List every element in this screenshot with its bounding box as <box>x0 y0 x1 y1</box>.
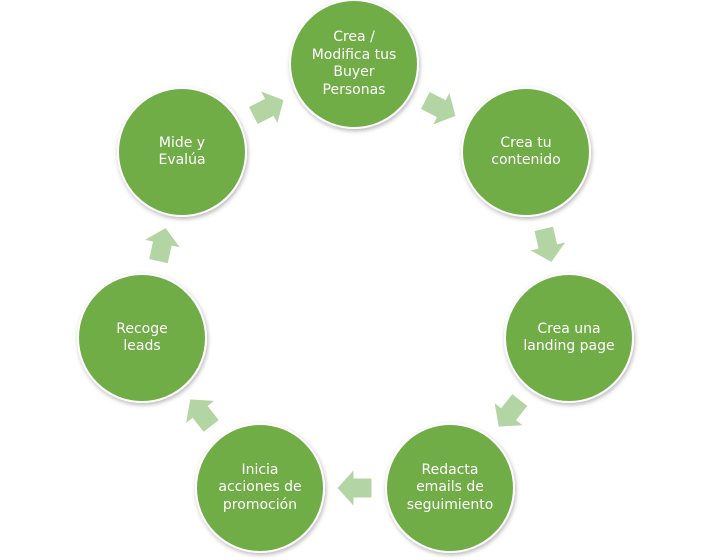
arrow-mide-to-buyer-personas <box>247 89 285 126</box>
node-circle-contenido <box>461 87 591 217</box>
node-circle-landing-page <box>504 273 634 403</box>
arrow-buyer-personas-to-contenido <box>419 90 457 127</box>
node-circle-promocion <box>195 423 325 553</box>
arrow-promocion-to-leads <box>184 398 221 434</box>
arrow-contenido-to-landing-page <box>527 225 568 264</box>
node-circle-emails <box>385 423 515 553</box>
arrow-landing-page-to-emails <box>493 392 529 428</box>
node-circle-leads <box>77 273 207 403</box>
node-circle-mide <box>117 87 247 217</box>
arrow-emails-to-promocion <box>336 467 373 509</box>
node-circle-buyer-personas <box>289 0 419 129</box>
arrow-leads-to-mide <box>142 226 182 265</box>
